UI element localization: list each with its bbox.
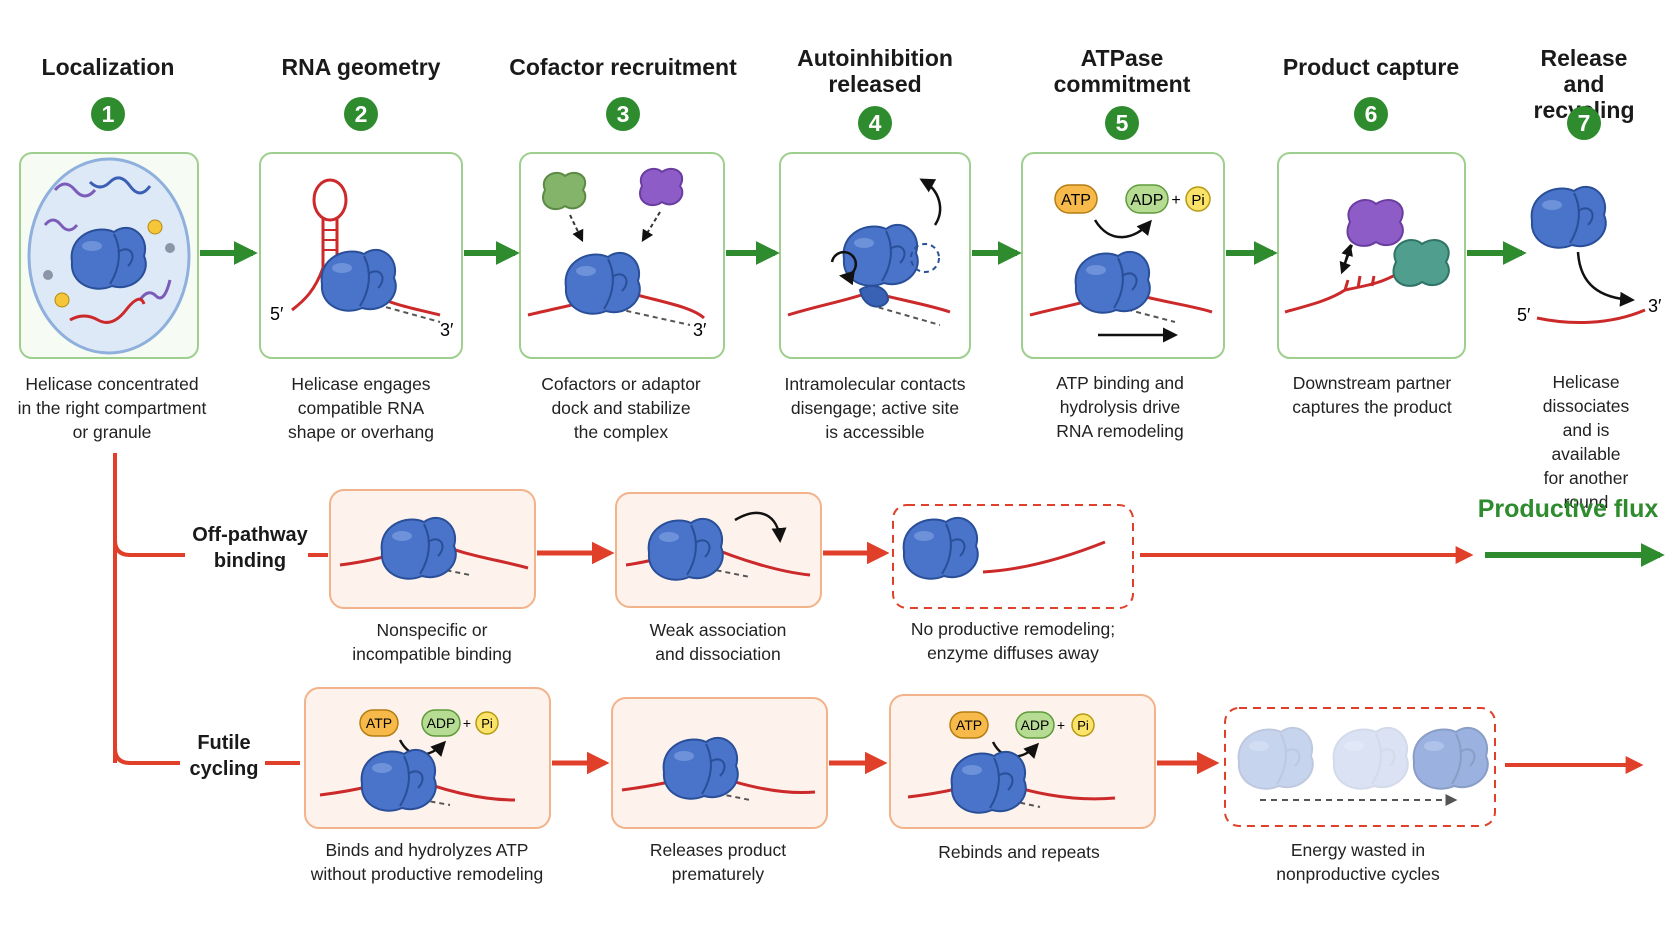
step-3-title: Cofactor recruitment xyxy=(509,54,737,80)
branch-lines xyxy=(113,453,185,765)
futile-row: ATP ADP + Pi ATP ADP + Pi xyxy=(265,687,1644,829)
step-4-caption: Intramolecular contacts disengage; activ… xyxy=(784,374,966,442)
step-5-caption: ATP binding and hydrolysis drive RNA rem… xyxy=(1056,373,1184,441)
productive-flux-label: Productive flux xyxy=(1477,495,1659,523)
three-prime-label: 3′ xyxy=(440,320,454,340)
plus-sign: + xyxy=(463,715,471,731)
step-4-title: Autoinhibition released xyxy=(797,45,953,97)
five-prime-label: 5′ xyxy=(1517,305,1531,325)
step-6-panel xyxy=(1277,152,1466,359)
futile-caption-1: Binds and hydrolyzes ATP without product… xyxy=(310,840,544,884)
pi-label: Pi xyxy=(481,716,493,731)
futile-caption-2: Releases product prematurely xyxy=(649,840,787,884)
step-4-number-badge: 4 xyxy=(858,106,892,140)
step-4-panel xyxy=(779,152,971,359)
five-prime-label: 5′ xyxy=(270,304,284,324)
partner-teal xyxy=(1392,239,1450,287)
partner-purple xyxy=(1346,199,1404,247)
off-pathway-row xyxy=(308,489,1665,609)
step-6-title: Product capture xyxy=(1282,54,1460,80)
step-1-panel xyxy=(19,152,199,359)
step-3-panel: 3′ xyxy=(519,152,725,359)
atp-label: ATP xyxy=(956,717,982,733)
step-1-caption: Helicase concentrated in the right compa… xyxy=(17,374,207,442)
off-pathway-caption-3: No productive remodeling; enzyme diffuse… xyxy=(910,619,1116,663)
pi-label: Pi xyxy=(1077,718,1089,733)
adp-label: ADP xyxy=(1021,717,1050,733)
adp-label: ADP xyxy=(427,715,456,731)
step-1-number-badge: 1 xyxy=(91,97,125,131)
cofactor-purple xyxy=(639,167,684,207)
adp-label: ADP xyxy=(1131,192,1164,209)
step-5-number-badge: 5 xyxy=(1105,106,1139,140)
step-7-number-badge: 7 xyxy=(1567,106,1601,140)
off-pathway-label: Off-pathway binding xyxy=(192,524,308,572)
atp-label: ATP xyxy=(1061,192,1091,209)
pi-label: Pi xyxy=(1191,192,1204,209)
step-5-title: ATPase commitment xyxy=(1053,45,1191,97)
plus-sign: + xyxy=(1057,717,1065,733)
step-5-panel: ATP ADP + Pi xyxy=(1021,152,1225,359)
off-pathway-caption-2: Weak association and dissociation xyxy=(649,620,787,664)
step-2-number-badge: 2 xyxy=(344,97,378,131)
three-prime-label: 3′ xyxy=(693,320,707,340)
step-6-number-badge: 6 xyxy=(1354,97,1388,131)
off-pathway-caption-1: Nonspecific or incompatible binding xyxy=(352,620,512,664)
step-2-title: RNA geometry xyxy=(281,54,441,80)
step-3-caption: Cofactors or adaptor dock and stabilize … xyxy=(541,374,701,442)
plus-sign: + xyxy=(1171,192,1180,209)
step-2-caption: Helicase engages compatible RNA shape or… xyxy=(288,374,434,442)
atp-label: ATP xyxy=(366,715,392,731)
futile-caption-3: Rebinds and repeats xyxy=(938,842,1100,862)
futile-caption-4: Energy wasted in nonproductive cycles xyxy=(1276,840,1440,884)
cofactor-green xyxy=(542,171,587,211)
step-6-caption: Downstream partner captures the product xyxy=(1292,373,1452,417)
step-7-panel: 5′ 3′ xyxy=(1517,185,1662,325)
three-prime-label: 3′ xyxy=(1648,296,1662,316)
step-3-number-badge: 3 xyxy=(606,97,640,131)
step-2-panel: 5′ 3′ xyxy=(259,152,463,359)
futile-cycling-label: Futile cycling xyxy=(189,732,259,780)
step-7-caption: Helicase dissociates and is available fo… xyxy=(1542,372,1630,512)
step-1-title: Localization xyxy=(41,54,175,80)
